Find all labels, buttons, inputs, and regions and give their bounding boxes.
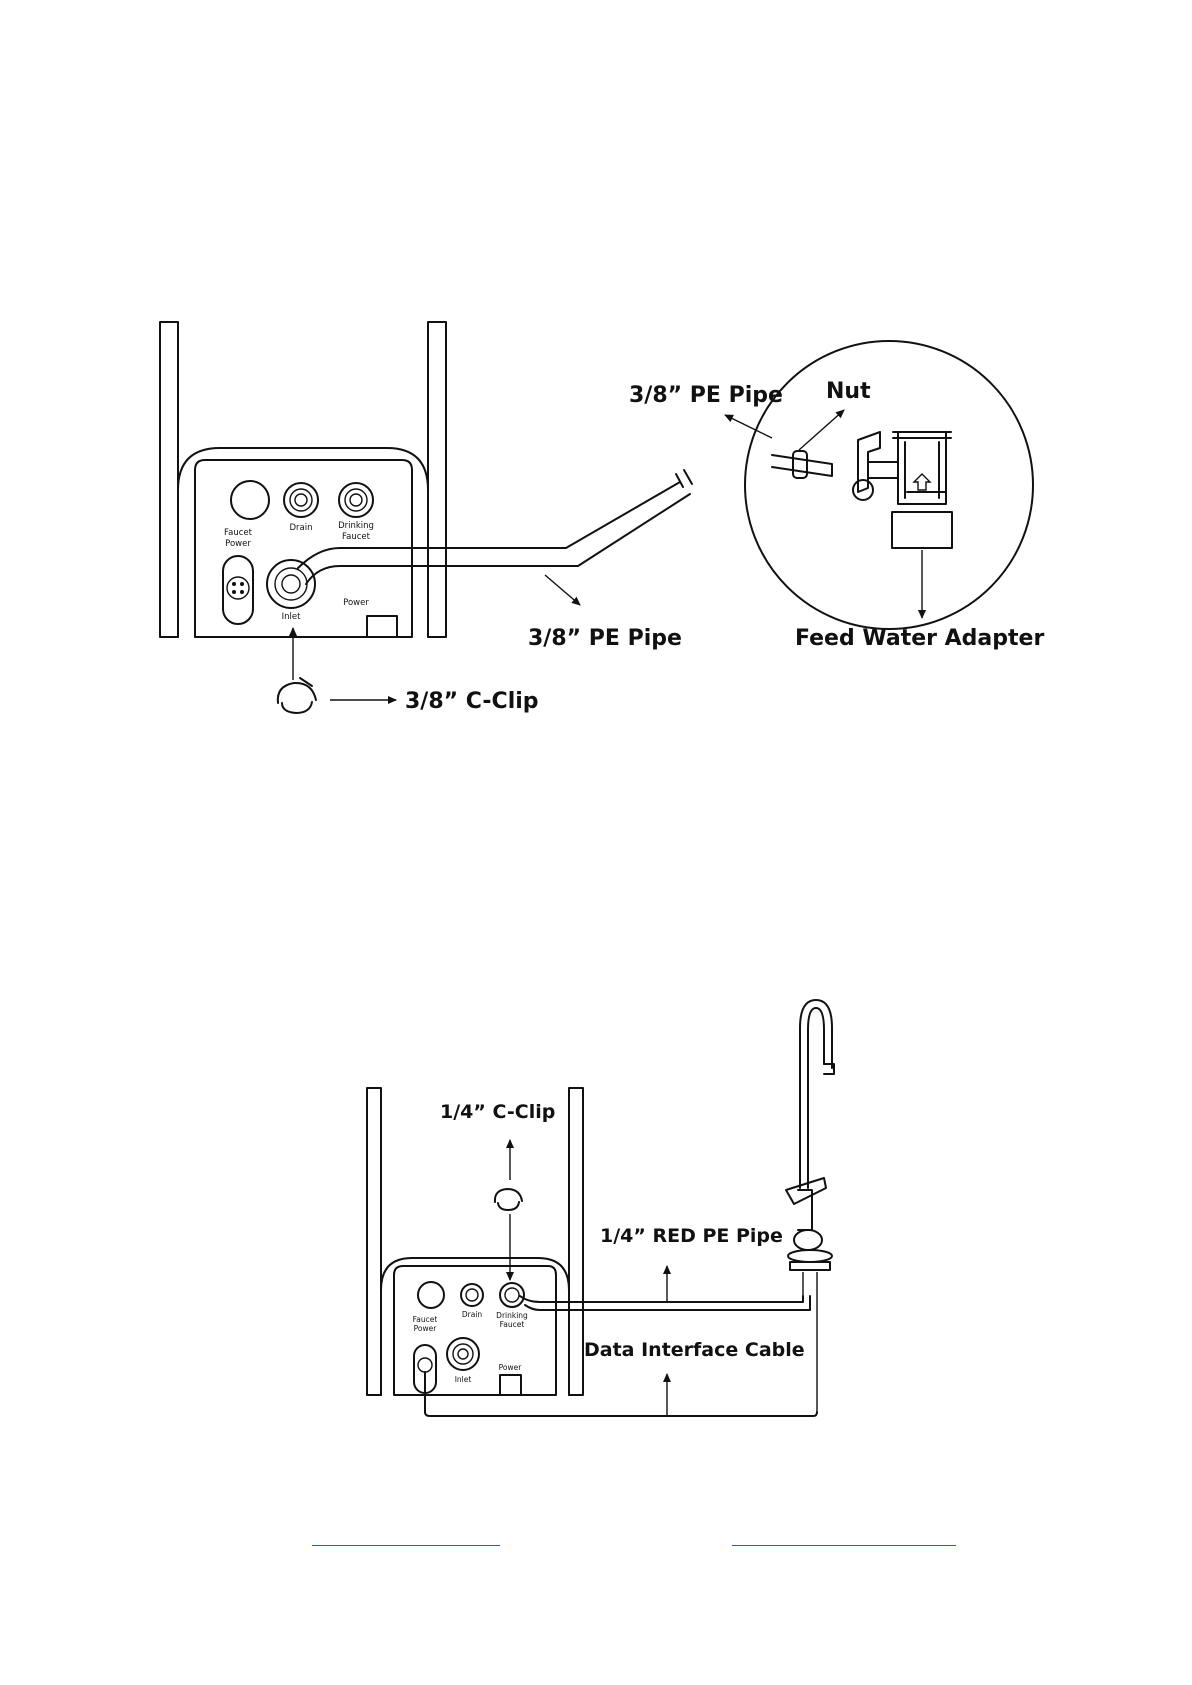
callout-red-pe-pipe: 1/4” RED PE Pipe (600, 1225, 783, 1247)
filter-unit-rear: Faucet Power Drain Drinking Faucet Inlet… (160, 322, 446, 637)
c-clip-1-4 (495, 1189, 522, 1210)
callout-pe-pipe-main: 3/8” PE Pipe (528, 626, 682, 651)
callout-arrow-pe-pipe-detail (725, 415, 772, 438)
label-faucet-power-1: Faucet (224, 528, 253, 538)
link-underline-left[interactable] (312, 1545, 500, 1546)
callout-arrow-nut (799, 410, 844, 450)
red-pe-pipe (520, 1296, 803, 1302)
callout-arrow-pe-pipe (545, 575, 580, 605)
callout-data-cable: Data Interface Cable (584, 1339, 805, 1361)
label-inlet: Inlet (282, 612, 301, 622)
callout-pe-pipe-detail: 3/8” PE Pipe (629, 383, 783, 408)
callout-c-clip: 3/8” C-Clip (405, 689, 539, 714)
callout-1-4-c-clip: 1/4” C-Clip (440, 1101, 555, 1123)
label2-faucet-power-2: Power (414, 1324, 438, 1333)
faucet-power-port-cap (231, 481, 269, 519)
filter-unit-rear-small: Faucet Power Drain Drinking Faucet Inlet… (367, 1088, 583, 1395)
diagram-inlet-connection: Faucet Power Drain Drinking Faucet Inlet… (160, 322, 1044, 714)
label-drinking-faucet-2: Faucet (342, 532, 371, 542)
callout-nut: Nut (826, 379, 871, 404)
label-faucet-power-2: Power (225, 539, 251, 549)
diagram-faucet-connection: Faucet Power Drain Drinking Faucet Inlet… (367, 1000, 834, 1416)
label2-drain: Drain (462, 1310, 483, 1319)
label2-inlet: Inlet (455, 1375, 472, 1384)
label2-drinking-faucet-2: Faucet (500, 1320, 525, 1329)
label2-drinking-faucet-1: Drinking (496, 1311, 528, 1320)
label2-faucet-power-1: Faucet (413, 1315, 438, 1324)
callout-feed-water-adapter: Feed Water Adapter (795, 626, 1044, 651)
label-power: Power (343, 598, 369, 608)
c-clip-3-8 (278, 678, 316, 713)
label-drain: Drain (290, 523, 313, 533)
label-drinking-faucet-1: Drinking (338, 521, 374, 531)
feed-water-adapter-detail (745, 341, 1033, 629)
label2-power: Power (499, 1363, 523, 1372)
link-underline-right[interactable] (732, 1545, 956, 1546)
